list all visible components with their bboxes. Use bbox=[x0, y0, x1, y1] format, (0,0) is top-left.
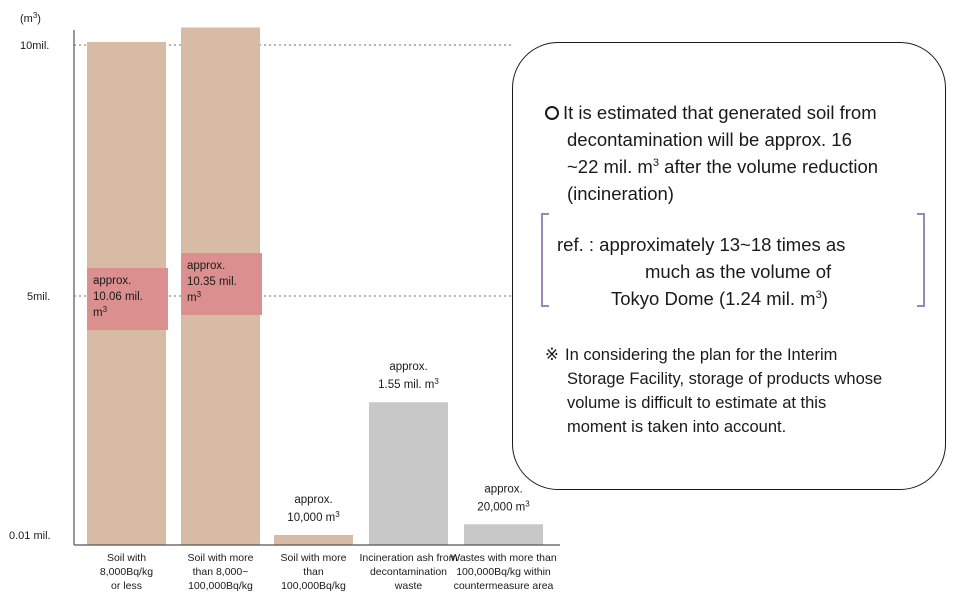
svg-text:100,000Bq/kg within: 100,000Bq/kg within bbox=[456, 566, 551, 578]
svg-text:approx.: approx. bbox=[93, 275, 131, 287]
svg-text:waste: waste bbox=[394, 580, 423, 592]
svg-text:approx.: approx. bbox=[294, 494, 332, 506]
svg-text:10.35 mil.: 10.35 mil. bbox=[187, 276, 237, 288]
reference-block: ref. : approximately 13~18 times as much… bbox=[541, 213, 925, 309]
data-label-box bbox=[181, 253, 262, 315]
svg-text:Soil with: Soil with bbox=[107, 552, 146, 564]
category-label-3: Soil with more than 100,000Bq/kg bbox=[281, 552, 347, 592]
data-label-box bbox=[87, 268, 168, 330]
category-label-2: Soil with more than 8,000~ 100,000Bq/kg bbox=[188, 552, 254, 592]
right-bracket bbox=[917, 213, 925, 307]
estimate-paragraph: It is estimated that generated soil from… bbox=[545, 99, 935, 207]
svg-text:10.06 mil.: 10.06 mil. bbox=[93, 291, 143, 303]
svg-text:than: than bbox=[303, 566, 324, 578]
svg-text:Incineration ash from: Incineration ash from bbox=[359, 552, 457, 564]
category-labels-layer: Soil with 8,000Bq/kg or less Soil with more… bbox=[100, 552, 557, 592]
svg-text:20,000 m3: 20,000 m3 bbox=[477, 499, 530, 513]
svg-text:approx.: approx. bbox=[484, 483, 522, 495]
svg-text:approx.: approx. bbox=[389, 361, 427, 373]
svg-text:approx.: approx. bbox=[187, 260, 225, 272]
category-label-4: Incineration ash from decontamination wast… bbox=[359, 552, 457, 592]
left-bracket bbox=[541, 213, 549, 307]
ref-line-2: much as the volume of bbox=[645, 261, 832, 282]
data-label-4: approx. 1.55 mil. m3 bbox=[378, 361, 439, 391]
tick-label-10mil: 10mil. bbox=[20, 40, 49, 52]
note-paragraph: ※In considering the plan for the Interim… bbox=[545, 343, 935, 439]
bar-3 bbox=[274, 535, 353, 545]
svg-text:Wastes with more than: Wastes with more than bbox=[450, 552, 557, 564]
svg-text:100,000Bq/kg: 100,000Bq/kg bbox=[281, 580, 346, 592]
data-label-1: approx.10.06 mil.m3 bbox=[87, 268, 168, 330]
category-label-1: Soil with 8,000Bq/kg or less bbox=[100, 552, 153, 592]
data-label-2: approx.10.35 mil.m3 bbox=[181, 253, 262, 315]
tick-label-0-01mil: 0.01 mil. bbox=[9, 530, 51, 542]
svg-text:countermeasure area: countermeasure area bbox=[454, 580, 554, 592]
category-label-5: Wastes with more than 100,000Bq/kg within… bbox=[450, 552, 557, 592]
data-label-5: approx. 20,000 m3 bbox=[477, 483, 530, 513]
reference-mark-icon: ※ bbox=[545, 346, 559, 364]
tick-label-5mil: 5mil. bbox=[27, 291, 50, 303]
circle-bullet-icon bbox=[545, 106, 559, 120]
svg-text:10,000 m3: 10,000 m3 bbox=[287, 510, 340, 524]
bar-5 bbox=[464, 524, 543, 545]
svg-text:1.55 mil. m3: 1.55 mil. m3 bbox=[378, 377, 439, 391]
svg-text:Soil with more: Soil with more bbox=[188, 552, 254, 564]
ref-line-1: ref. : approximately 13~18 times as bbox=[557, 234, 846, 255]
svg-text:8,000Bq/kg: 8,000Bq/kg bbox=[100, 566, 153, 578]
svg-text:Soil with more: Soil with more bbox=[281, 552, 347, 564]
svg-text:decontamination: decontamination bbox=[370, 566, 447, 578]
svg-text:or less: or less bbox=[111, 580, 142, 592]
unit-label: (m3) bbox=[20, 11, 41, 25]
bar-4 bbox=[369, 402, 448, 545]
svg-text:100,000Bq/kg: 100,000Bq/kg bbox=[188, 580, 253, 592]
info-box: It is estimated that generated soil from… bbox=[512, 42, 946, 490]
data-label-3: approx. 10,000 m3 bbox=[287, 494, 340, 524]
ref-line-3: Tokyo Dome (1.24 mil. m3) bbox=[611, 288, 828, 309]
svg-text:than 8,000~: than 8,000~ bbox=[193, 566, 249, 578]
